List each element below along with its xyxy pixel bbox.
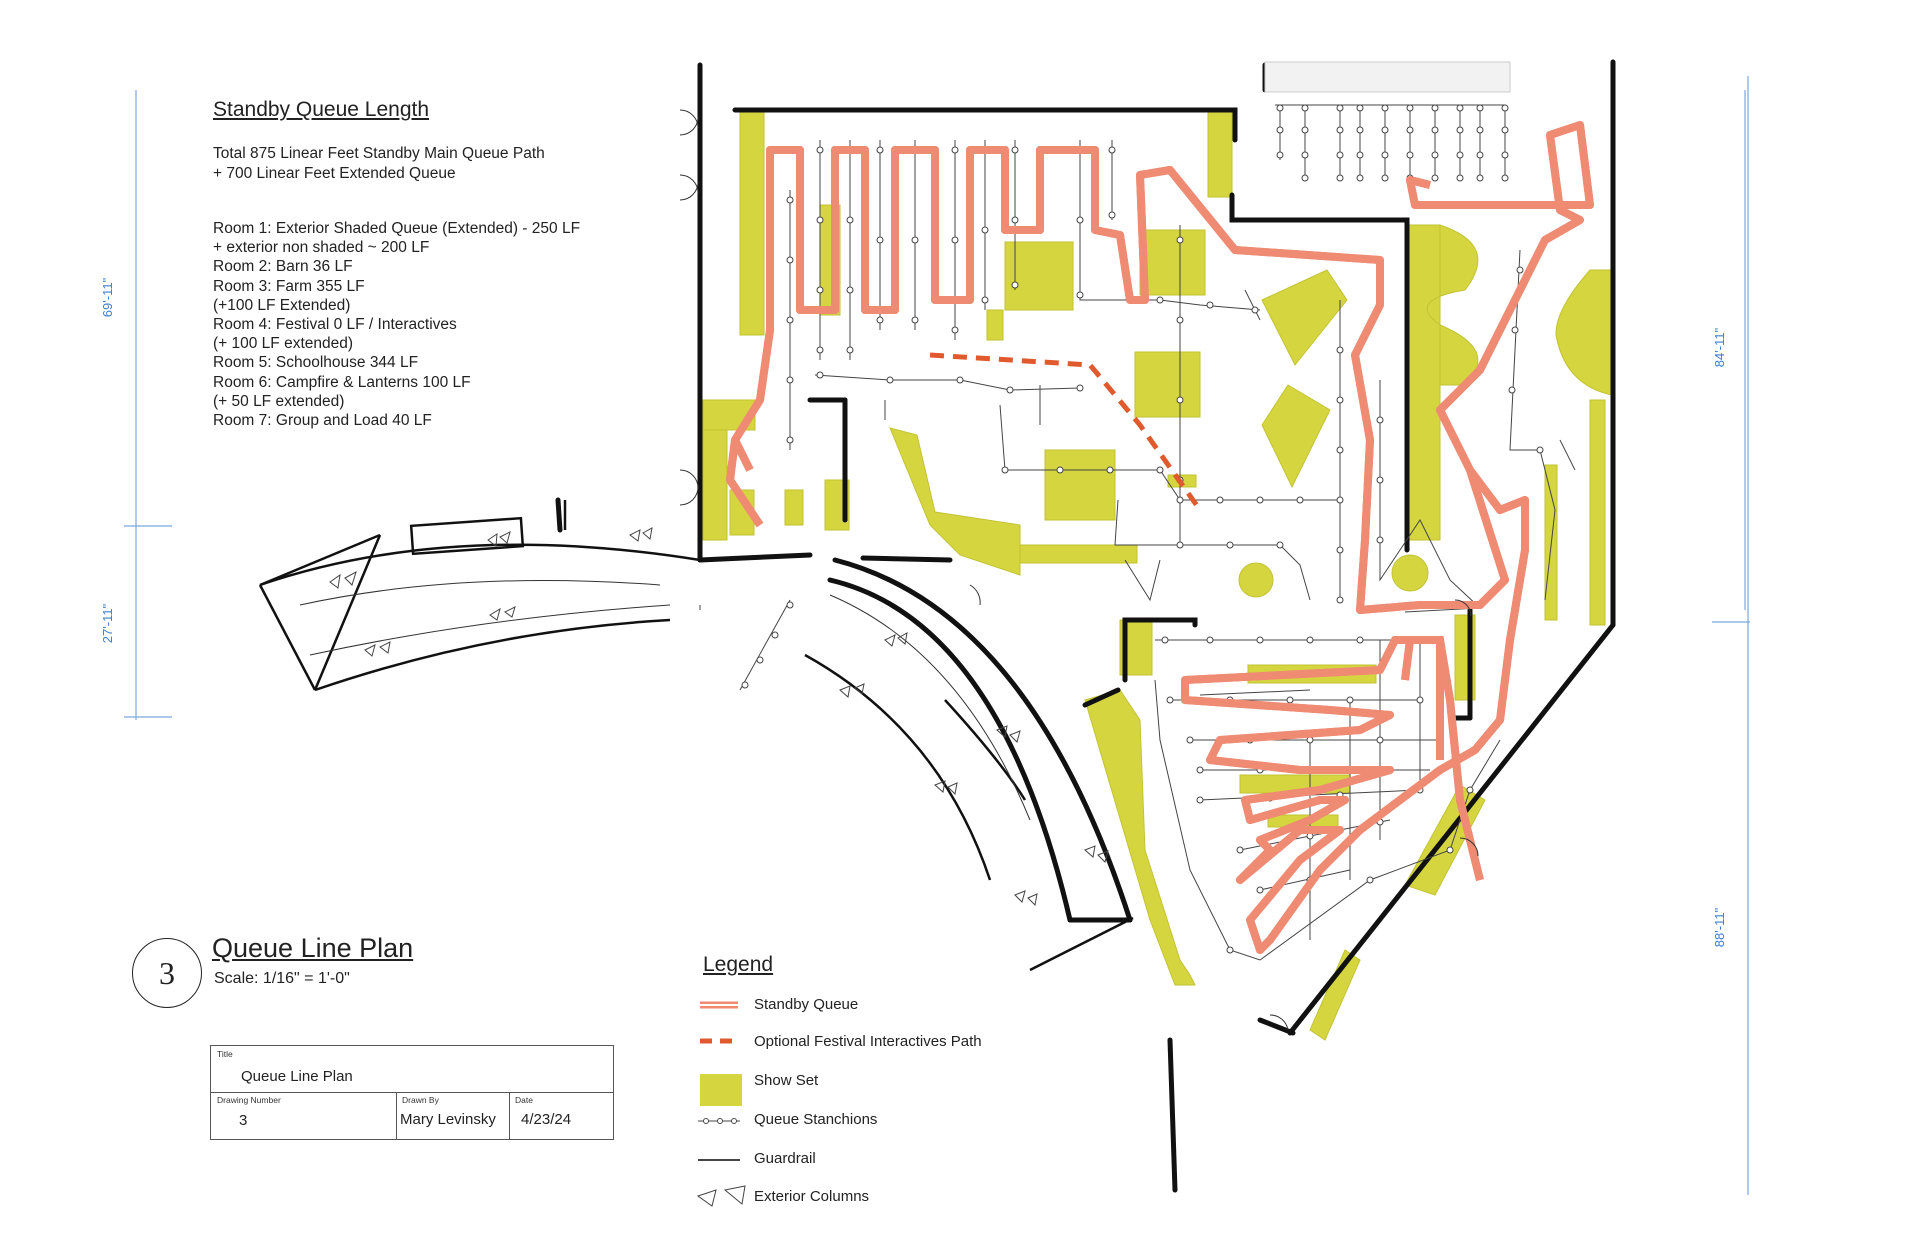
show-set-block — [1261, 384, 1331, 489]
room-line: Room 5: Schoolhouse 344 LF — [213, 354, 419, 372]
show-set-block — [1014, 544, 1138, 564]
title-block: Title Queue Line Plan Drawing Number 3 D… — [210, 1045, 614, 1140]
legend-item-exterior-columns: Exterior Columns — [754, 1188, 870, 1205]
room-line: (+100 LF Extended) — [213, 296, 351, 314]
title-block-title-row: Title Queue Line Plan — [211, 1046, 613, 1093]
show-sets — [702, 109, 1613, 1041]
show-set-block — [1044, 449, 1116, 521]
room-line: Room 4: Festival 0 LF / Interactives — [213, 316, 457, 334]
plan-scale: Scale: 1/16" = 1'-0" — [214, 970, 350, 987]
title-label: Title — [217, 1049, 233, 1059]
drawn-by-value: Mary Levinsky — [400, 1111, 496, 1128]
show-set-block — [1589, 399, 1606, 626]
drawing-number-value: 3 — [239, 1112, 248, 1129]
room-line: (+ 50 LF extended) — [213, 392, 345, 410]
show-set-block — [1555, 269, 1613, 396]
show-set-block — [1261, 269, 1348, 366]
legend-item-guardrail: Guardrail — [754, 1150, 816, 1167]
show-set-block — [1404, 224, 1441, 541]
room-breakdown: Room 1: Exterior Shaded Queue (Extended)… — [213, 219, 580, 430]
title-value: Queue Line Plan — [241, 1068, 353, 1085]
room-line: Room 2: Barn 36 LF — [213, 258, 353, 276]
standby-queue — [726, 121, 1594, 954]
top-entry-band — [1264, 61, 1511, 93]
legend-item-show-set: Show Set — [754, 1072, 819, 1089]
building-walls — [555, 59, 1616, 1193]
title-block-date: Date 4/23/24 — [509, 1092, 613, 1139]
total-main-queue: Total 875 Linear Feet Standby Main Queue… — [213, 145, 545, 162]
show-set-block — [1391, 554, 1429, 592]
show-set-block — [986, 309, 1004, 341]
queue-length-title: Standby Queue Length — [213, 98, 430, 121]
title-block-drawing-number: Drawing Number 3 — [211, 1092, 397, 1139]
show-set-block — [739, 109, 765, 336]
dimension-left-lower: 27'-11" — [100, 603, 116, 644]
date-value: 4/23/24 — [521, 1111, 572, 1128]
dimension-right-upper: 84'-11" — [1712, 327, 1728, 368]
drawing-number-label: Drawing Number — [217, 1095, 281, 1105]
show-set-block — [784, 489, 804, 526]
room-line: Room 1: Exterior Shaded Queue (Extended)… — [213, 220, 581, 237]
show-set-block — [1134, 351, 1201, 418]
show-set-block — [1084, 689, 1196, 986]
show-set-swatch — [700, 1074, 742, 1106]
plan-title: Queue Line Plan — [212, 933, 414, 963]
room-line: + exterior non shaded ~ 200 LF — [213, 239, 430, 257]
column-swatch — [696, 1185, 746, 1207]
room-line: Room 7: Group and Load 40 LF — [213, 412, 432, 430]
legend-swatches — [696, 1001, 746, 1207]
stanchion-swatch — [698, 1118, 740, 1124]
exterior-columns — [329, 527, 1109, 907]
guardrails — [299, 580, 1031, 821]
drawing-number-circle: 3 — [132, 938, 202, 1008]
room-line: Room 3: Farm 355 LF — [213, 277, 365, 295]
show-set-block — [1139, 229, 1206, 296]
thin-walls — [258, 500, 1134, 972]
queue-totals: Total 875 Linear Feet Standby Main Queue… — [213, 144, 545, 184]
legend-item-queue-stanchions: Queue Stanchions — [754, 1111, 878, 1128]
show-set-block — [1238, 562, 1274, 598]
show-set-block — [1426, 224, 1479, 386]
title-block-drawn-by: Drawn By Mary Levinsky — [396, 1092, 510, 1139]
legend-item-standby-queue: Standby Queue — [754, 996, 859, 1013]
festival-interactives-path — [929, 352, 1203, 512]
legend-title: Legend — [703, 953, 774, 976]
dimension-lines — [124, 76, 1750, 1195]
room-line: Room 6: Campfire & Lanterns 100 LF — [213, 373, 471, 391]
show-set-block — [1004, 241, 1074, 311]
room-line: (+ 100 LF extended) — [213, 335, 354, 353]
dimension-right-lower: 88'-11" — [1712, 907, 1728, 948]
total-extended-queue: + 700 Linear Feet Extended Queue — [213, 165, 456, 182]
show-set-block — [702, 429, 728, 541]
dimension-left-upper: 69'-11" — [100, 277, 116, 318]
legend-item-festival-path: Optional Festival Interactives Path — [754, 1033, 982, 1050]
date-label: Date — [515, 1095, 533, 1105]
show-set-block — [1207, 111, 1233, 198]
drawn-by-label: Drawn By — [402, 1095, 439, 1105]
show-set-block — [889, 427, 1021, 576]
door-swings — [679, 109, 1479, 1031]
